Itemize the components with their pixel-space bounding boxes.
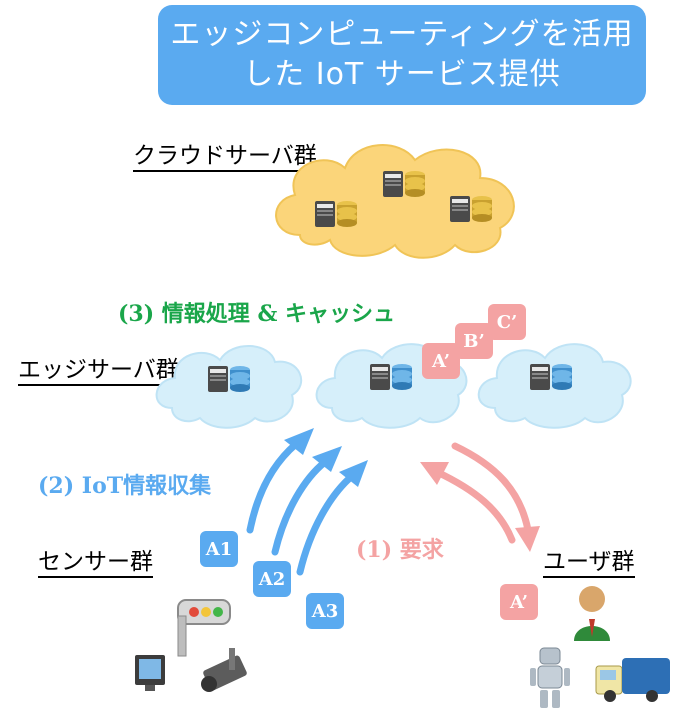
sensor-tag-a2: A2 [253, 561, 291, 597]
camera-icon [201, 648, 247, 692]
user-tag-a: A’ [500, 584, 538, 620]
sensor-group-label: センサー群 [38, 548, 153, 578]
robot-icon [530, 647, 570, 708]
request-arrow [420, 442, 540, 552]
edge-cloud-left [155, 345, 303, 429]
step2-label: (2) IoT情報収集 [38, 473, 212, 499]
cache-tag-c: C’ [488, 304, 526, 340]
cache-tag-b: B’ [455, 323, 493, 359]
sensor-tag-a1: A1 [200, 531, 238, 567]
cloud-server-cloud [275, 144, 515, 259]
title-line-2: した IoT サービス提供 [243, 57, 561, 92]
truck-icon [595, 658, 670, 702]
title-box: エッジコンピューティングを活用 した IoT サービス提供 [158, 5, 646, 105]
collection-arrowheads [284, 428, 368, 487]
sensor-tag-a3: A3 [306, 593, 344, 629]
title-line-1: エッジコンピューティングを活用 [170, 17, 634, 52]
cloud-group-label: クラウドサーバ群 [133, 142, 317, 172]
step1-label: (1) 要求 [356, 537, 444, 563]
user-group-label: ユーザ群 [543, 548, 635, 578]
cache-tag-a: A’ [422, 343, 460, 379]
collection-arrows [246, 440, 356, 576]
traffic-light-icon [177, 599, 231, 657]
user-avatar-icon [574, 586, 610, 641]
edge-group-label: エッジサーバ群 [18, 356, 179, 386]
step3-label: (3) 情報処理 & キャッシュ [118, 301, 395, 327]
monitor-icon [135, 655, 165, 691]
